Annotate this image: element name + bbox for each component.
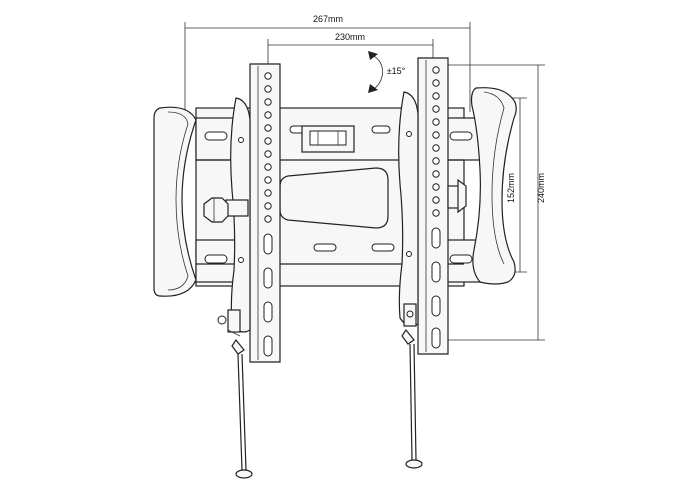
arm-left-hole	[264, 111, 272, 119]
arm-right-hole	[432, 196, 440, 204]
knob-right-head	[457, 178, 467, 214]
leg-left-foot	[235, 469, 253, 479]
arm-right-slot	[431, 295, 441, 317]
arm-left-hole	[264, 150, 272, 158]
screw-right-tip	[401, 328, 415, 345]
tilt-arrow-head-top	[368, 51, 378, 60]
screw-right-head	[406, 310, 414, 318]
arm-right-slot	[431, 261, 441, 283]
arm-left-hole	[264, 202, 272, 210]
safety-screw-right	[401, 303, 417, 345]
vertical-arm-left	[249, 63, 281, 363]
arm-left-hole	[264, 137, 272, 145]
dim-240-label: 240mm	[536, 173, 546, 203]
arm-left-slot	[263, 233, 273, 255]
side-cover-right	[470, 87, 517, 285]
tilt-bracket-right-hole	[406, 251, 412, 257]
slot-bottom-2	[371, 243, 395, 252]
side-cover-left	[153, 106, 197, 297]
knob-left-head	[203, 197, 229, 223]
leg-right-foot	[405, 459, 423, 469]
arm-right-hole	[432, 157, 440, 165]
tilt-arrow-head-bottom	[368, 84, 378, 93]
arm-right-hole	[432, 131, 440, 139]
arm-right-hole	[432, 170, 440, 178]
arm-left-hole	[264, 72, 272, 80]
screw-left-tip	[231, 338, 245, 355]
slot-right-bottom	[449, 254, 473, 264]
slot-left-bottom	[204, 254, 228, 264]
arm-left-hole	[264, 176, 272, 184]
arm-left-hole	[264, 85, 272, 93]
arm-left-hole	[264, 189, 272, 197]
arm-right-hole	[432, 144, 440, 152]
arm-right-slot	[431, 227, 441, 249]
arm-left-hole	[264, 163, 272, 171]
slot-left-top	[204, 131, 228, 141]
arm-right-hole	[432, 118, 440, 126]
bubble-level-window	[309, 130, 347, 146]
slot-right-top	[449, 131, 473, 141]
arm-left-hole	[264, 215, 272, 223]
arm-left-slot	[263, 335, 273, 357]
arm-left-hole	[264, 98, 272, 106]
knob-left-shaft	[225, 199, 249, 217]
dim-152-label: 152mm	[506, 173, 516, 203]
tilt-bracket-left-hole	[238, 257, 244, 263]
tilt-label: ±15°	[387, 66, 406, 76]
arm-right-hole	[432, 105, 440, 113]
vertical-arm-right	[417, 57, 449, 355]
arm-left-hole	[264, 124, 272, 132]
arm-right-hole	[432, 209, 440, 217]
screw-left-head	[217, 315, 227, 325]
leg-left-edge	[241, 353, 247, 471]
leg-right-edge	[413, 343, 417, 461]
dim-267-label: 267mm	[313, 14, 343, 24]
arm-right-hole	[432, 183, 440, 191]
arm-right-hole	[432, 66, 440, 74]
arm-left-slot	[263, 301, 273, 323]
screw-left-thread	[227, 329, 241, 337]
screw-left-body	[227, 309, 241, 333]
arm-left-slot	[263, 267, 273, 289]
dim-230-label: 230mm	[335, 32, 365, 42]
tilt-bracket-right-hole	[406, 131, 412, 137]
side-cover-left-edge	[167, 111, 189, 291]
leg-right	[409, 343, 413, 461]
arm-right-hole	[432, 79, 440, 87]
center-cutout	[279, 167, 389, 229]
tilt-arrow	[371, 54, 384, 91]
slot-top-2	[371, 125, 391, 134]
tilt-knob-right	[447, 178, 467, 214]
leg-left	[237, 353, 243, 471]
tilt-knob-left	[203, 197, 249, 223]
side-cover-right-edge	[483, 91, 505, 265]
safety-screw-left	[217, 309, 245, 355]
tilt-bracket-right	[398, 91, 419, 327]
slot-bottom-1	[313, 243, 337, 252]
arm-right-hole	[432, 92, 440, 100]
arm-right-slot	[431, 327, 441, 349]
tilt-bracket-left-hole	[238, 137, 244, 143]
